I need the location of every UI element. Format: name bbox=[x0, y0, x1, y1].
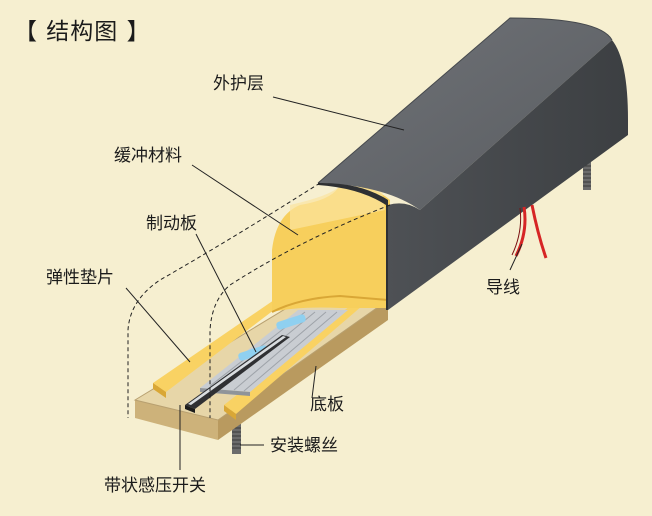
mounting-screw bbox=[232, 162, 591, 454]
label-cushion: 缓冲材料 bbox=[114, 146, 182, 166]
strip-pressure-switch bbox=[185, 335, 290, 413]
page-title: 【 结构图 】 bbox=[14, 19, 151, 45]
label-strip-switch: 带状感压开关 bbox=[104, 476, 206, 496]
label-elastic-pad: 弹性垫片 bbox=[46, 268, 114, 288]
label-base-plate: 底板 bbox=[310, 395, 344, 415]
label-brake-plate: 制动板 bbox=[146, 214, 197, 234]
label-outer-layer: 外护层 bbox=[213, 74, 264, 94]
outer-protective-layer bbox=[317, 17, 628, 310]
elastic-pad bbox=[153, 300, 362, 420]
label-wire: 导线 bbox=[486, 278, 520, 298]
label-screw: 安装螺丝 bbox=[270, 436, 338, 456]
dashed-outline bbox=[127, 182, 391, 418]
cushion-material bbox=[271, 182, 390, 313]
leader-lines bbox=[125, 96, 523, 470]
